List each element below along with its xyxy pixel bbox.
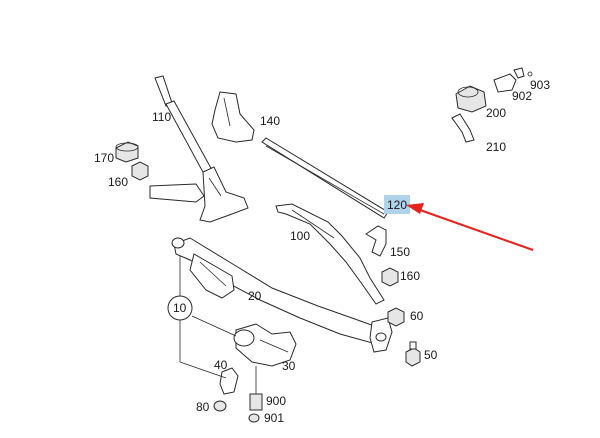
label-160-right: 160 bbox=[400, 269, 420, 283]
part-210-bracket[interactable] bbox=[451, 113, 475, 143]
label-20: 20 bbox=[248, 289, 262, 303]
part-170-cap[interactable] bbox=[115, 141, 139, 163]
label-110: 110 bbox=[152, 110, 171, 124]
part-20-linkage-frame[interactable] bbox=[171, 237, 393, 353]
red-arrow bbox=[406, 203, 534, 251]
part-200-cap[interactable] bbox=[455, 85, 487, 113]
part-30-wiper-motor[interactable] bbox=[233, 323, 297, 367]
label-210: 210 bbox=[486, 140, 506, 154]
label-50: 50 bbox=[424, 348, 438, 362]
label-160-left: 160 bbox=[108, 175, 128, 189]
label-10: 10 bbox=[173, 301, 187, 315]
part-100-wiper-arm[interactable] bbox=[275, 203, 385, 305]
label-903: 903 bbox=[530, 78, 550, 92]
part-160-nut-right[interactable] bbox=[381, 267, 399, 287]
part-10-assembly[interactable] bbox=[167, 256, 237, 379]
part-900-sleeve[interactable] bbox=[249, 366, 263, 411]
part-140-arm-cover[interactable] bbox=[211, 91, 255, 143]
label-80: 80 bbox=[196, 400, 210, 414]
label-150: 150 bbox=[390, 245, 410, 259]
label-40: 40 bbox=[214, 358, 228, 372]
part-40-mount[interactable] bbox=[219, 367, 239, 395]
label-902: 902 bbox=[512, 89, 532, 103]
part-902-connector[interactable] bbox=[493, 73, 517, 93]
label-170: 170 bbox=[94, 151, 114, 165]
part-901-screw[interactable] bbox=[248, 413, 260, 423]
label-100: 100 bbox=[290, 229, 310, 243]
label-140: 140 bbox=[260, 114, 280, 128]
label-120-highlight bbox=[384, 195, 410, 214]
label-120: 120 bbox=[387, 198, 407, 212]
label-60: 60 bbox=[410, 309, 424, 323]
label-900: 900 bbox=[266, 394, 286, 408]
part-903-pin[interactable] bbox=[513, 67, 533, 79]
label-30: 30 bbox=[282, 359, 296, 373]
label-200: 200 bbox=[486, 106, 506, 120]
part-150-clip[interactable] bbox=[365, 225, 387, 257]
part-60-nut[interactable] bbox=[387, 307, 405, 327]
label-901: 901 bbox=[264, 411, 284, 425]
part-50-fitting[interactable] bbox=[405, 341, 421, 367]
arm-bracket bbox=[149, 183, 205, 203]
part-110-wiper-arm[interactable] bbox=[154, 75, 249, 223]
part-80-grommet[interactable] bbox=[213, 400, 227, 412]
part-160-nut-left[interactable] bbox=[131, 161, 149, 181]
